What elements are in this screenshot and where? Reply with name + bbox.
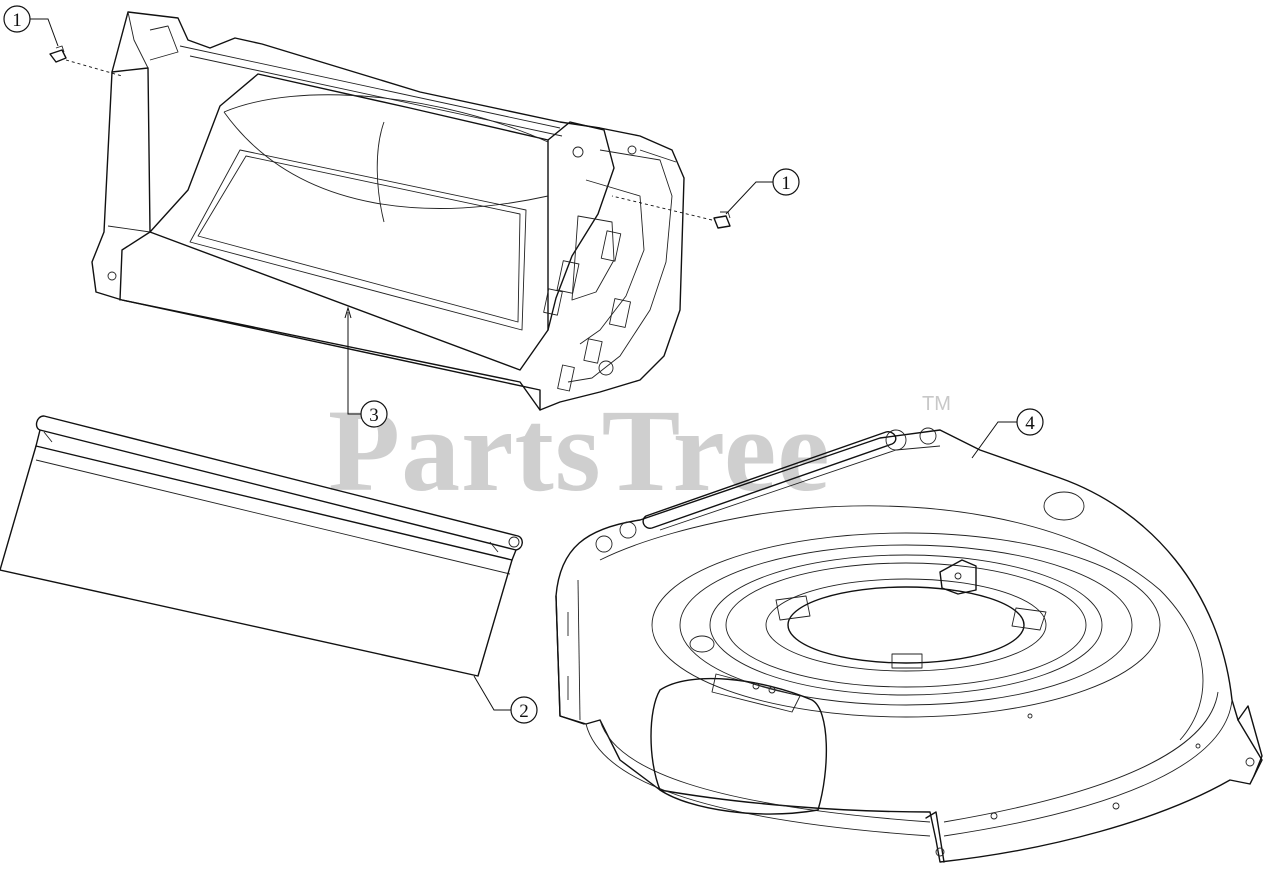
rear-chute-frame	[91, 11, 685, 411]
callout-1b: 1	[725, 168, 800, 215]
callout-label: 1	[781, 173, 791, 194]
watermark: PartsTree TM	[328, 385, 951, 516]
callout-1a: 1	[3, 5, 59, 47]
rear-flap	[0, 415, 523, 677]
callout-4: 4	[971, 408, 1044, 459]
callout-label: 2	[519, 701, 529, 722]
fastener-top-left	[49, 45, 123, 77]
mower-deck	[555, 427, 1263, 863]
callout-3: 3	[344, 306, 388, 428]
watermark-tm: TM	[922, 393, 951, 415]
callout-label: 3	[369, 405, 379, 426]
fastener-right	[611, 195, 731, 229]
watermark-text: PartsTree	[328, 385, 831, 516]
callout-label: 1	[12, 10, 22, 31]
callout-2: 2	[473, 675, 538, 724]
callout-label: 4	[1025, 413, 1035, 434]
